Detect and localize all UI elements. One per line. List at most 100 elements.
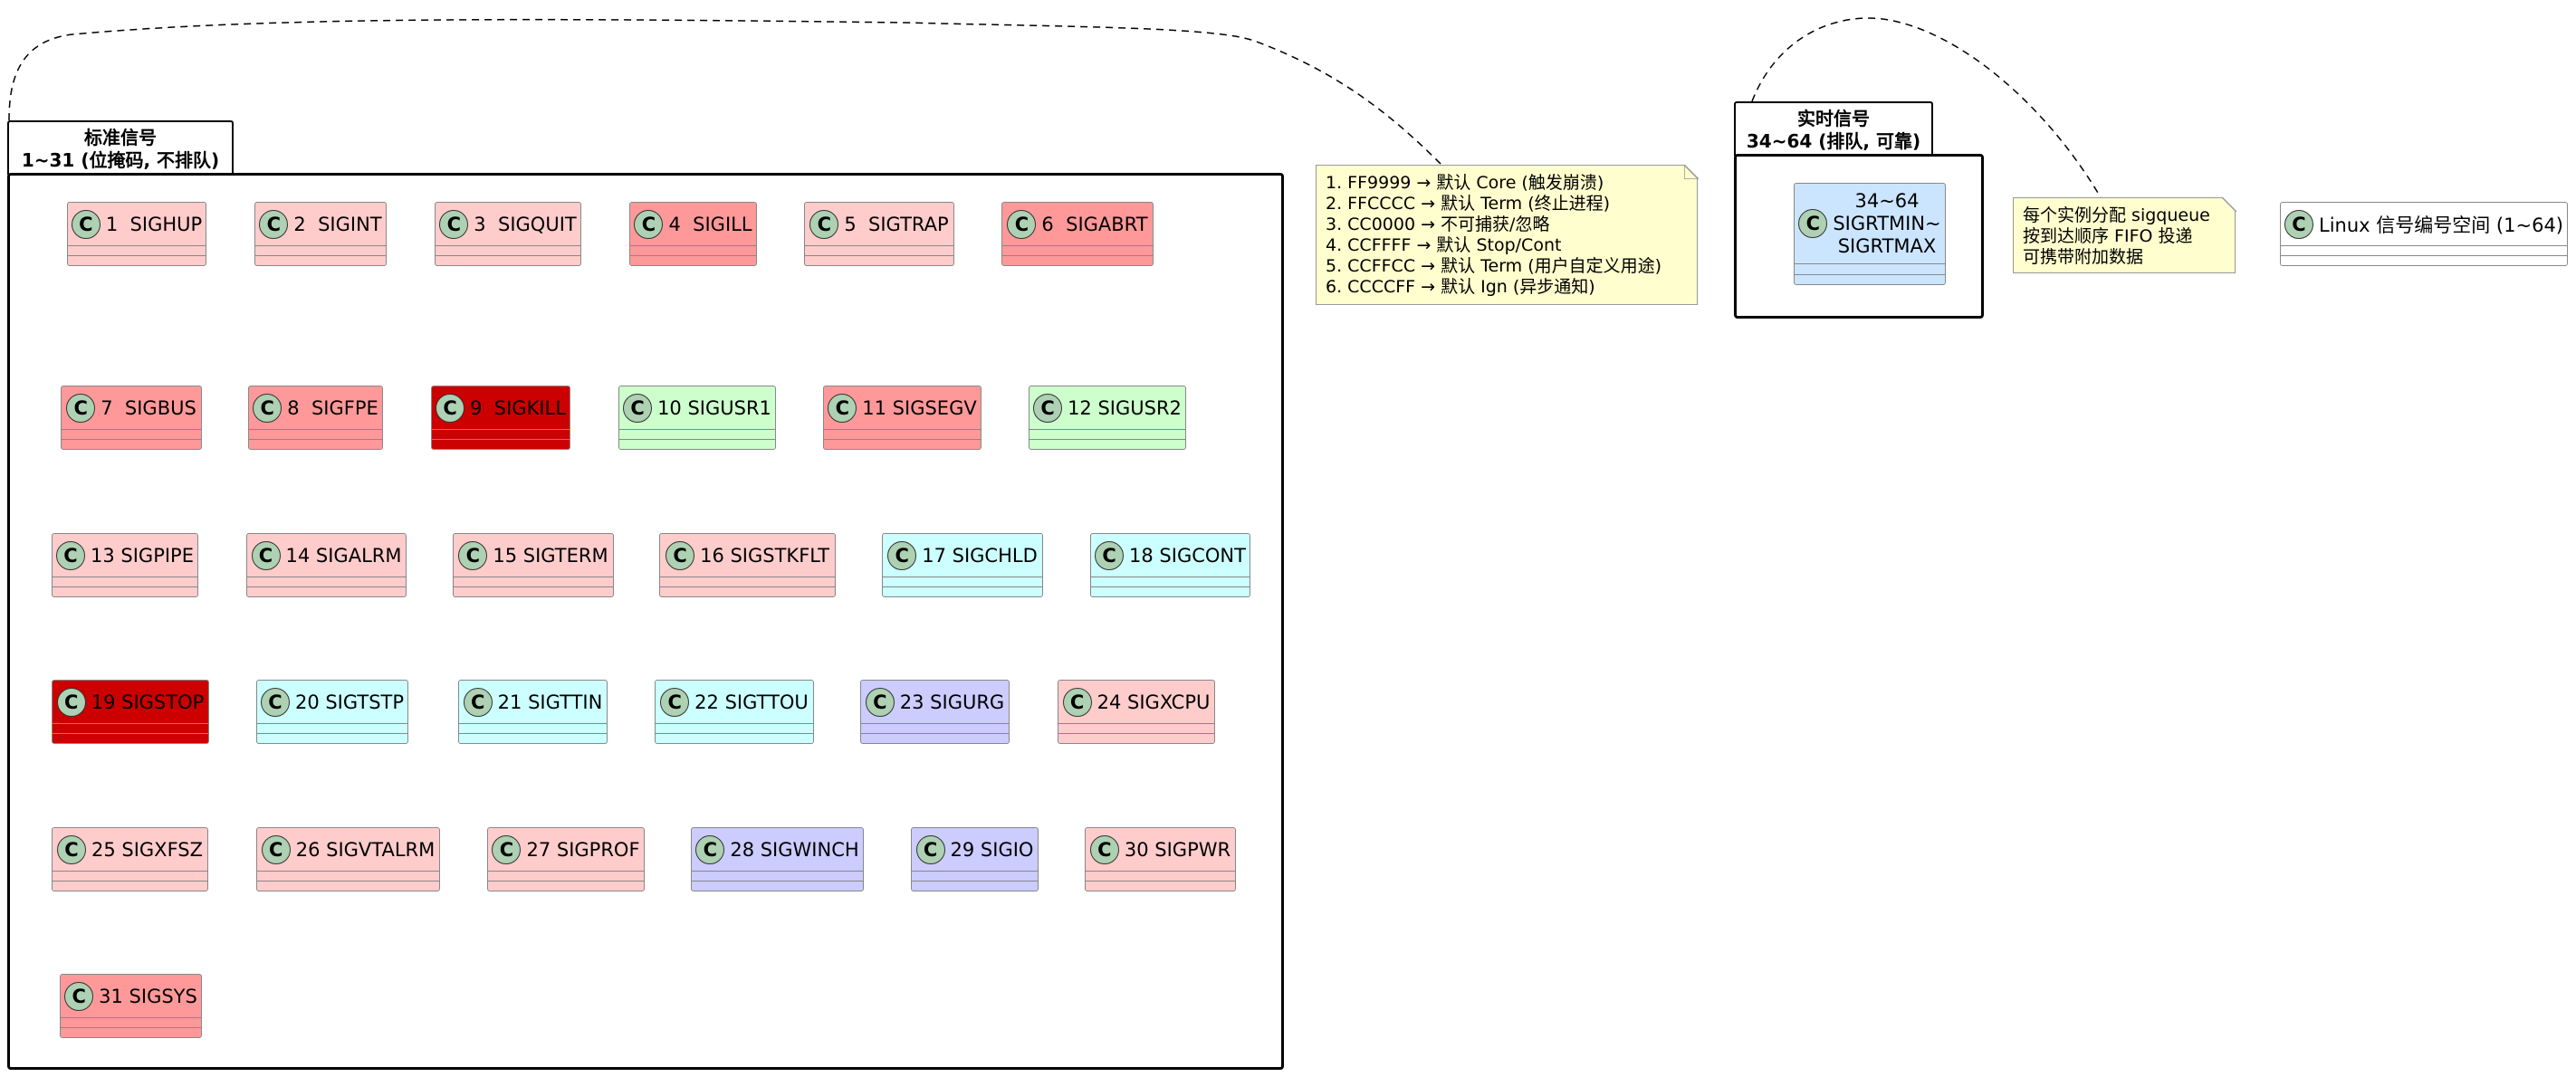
class-badge-icon: C xyxy=(492,834,522,864)
signal-class-label: 14 SIGALRM xyxy=(285,544,402,567)
class-badge-icon: C xyxy=(1007,209,1037,239)
class-badge-icon: C xyxy=(887,540,917,570)
standard-package-title: 标准信号 xyxy=(84,127,157,148)
class-badge-icon: C xyxy=(260,687,290,717)
signal-class-label: 9 SIGKILL xyxy=(470,396,566,419)
class-badge-icon: C xyxy=(1095,540,1125,570)
standard-package-tab: 标准信号 1~31 (位掩码, 不排队) xyxy=(7,120,234,175)
legend-line: 2. FFCCCC → 默认 Term (终止进程) xyxy=(1326,194,1611,214)
class-badge-icon: C xyxy=(251,540,281,570)
realtime-class-line1: 34~64 xyxy=(1854,189,1920,212)
signal-class-label: 13 SIGPIPE xyxy=(91,544,194,567)
class-badge-icon: C xyxy=(56,540,85,570)
signal-class-label: 29 SIGIO xyxy=(950,838,1034,861)
signal-class-label: 31 SIGSYS xyxy=(99,985,197,1007)
signal-class-label: 25 SIGXFSZ xyxy=(91,838,203,861)
signal-class-label: 1 SIGHUP xyxy=(105,213,203,235)
signal-class-label: 26 SIGVTALRM xyxy=(295,838,436,861)
signal-class-label: 22 SIGTTOU xyxy=(694,691,809,713)
signal-class-label: 10 SIGUSR1 xyxy=(657,396,771,419)
linux-signal-space-class[interactable]: C Linux 信号编号空间 (1~64) xyxy=(2280,202,2568,266)
signal-class-label: 4 SIGILL xyxy=(668,213,752,235)
signal-class-label: 16 SIGSTKFLT xyxy=(700,544,829,567)
class-badge-icon: C xyxy=(666,540,695,570)
signal-class-label: 12 SIGUSR2 xyxy=(1068,396,1182,419)
class-badge-icon: C xyxy=(261,834,291,864)
signal-class-label: 7 SIGBUS xyxy=(101,396,196,419)
class-badge-icon: C xyxy=(1033,393,1063,423)
realtime-class-line3: SIGRTMAX xyxy=(1837,234,1937,257)
realtime-note-line: 可携带附加数据 xyxy=(2023,247,2144,267)
class-badge-icon: C xyxy=(1798,209,1828,238)
realtime-signal-class[interactable]: C 34~64 SIGRTMIN~ SIGRTMAX xyxy=(1794,183,1946,285)
signal-class-label: 20 SIGTSTP xyxy=(294,691,405,713)
class-badge-icon: C xyxy=(71,209,101,239)
signal-class-label: 5 SIGTRAP xyxy=(844,213,949,235)
standard-signals-package xyxy=(7,173,1284,1070)
class-badge-icon: C xyxy=(634,209,664,239)
signal-class-label: 27 SIGPROF xyxy=(526,838,640,861)
class-badge-icon: C xyxy=(463,687,493,717)
class-badge-icon: C xyxy=(56,834,86,864)
class-badge-icon: C xyxy=(439,209,469,239)
signal-class-label: 24 SIGXCPU xyxy=(1096,691,1211,713)
standard-package-subtitle: 1~31 (位掩码, 不排队) xyxy=(21,149,220,171)
class-badge-icon: C xyxy=(259,209,289,239)
signal-class-label: 8 SIGFPE xyxy=(287,396,378,419)
class-badge-icon: C xyxy=(695,834,725,864)
class-badge-icon: C xyxy=(660,687,690,717)
legend-line: 4. CCFFFF → 默认 Stop/Cont xyxy=(1326,235,1562,255)
realtime-package-subtitle: 34~64 (排队, 可靠) xyxy=(1746,130,1921,152)
class-badge-icon: C xyxy=(64,981,94,1011)
legend-line: 1. FF9999 → 默认 Core (触发崩溃) xyxy=(1326,173,1604,193)
class-badge-icon: C xyxy=(56,687,86,717)
class-badge-icon: C xyxy=(436,393,465,423)
signal-class[interactable]: C 13 SIGPIPE xyxy=(52,533,198,597)
legend-line: 5. CCFFCC → 默认 Term (用户自定义用途) xyxy=(1326,256,1662,276)
signal-class-label: 2 SIGINT xyxy=(293,213,382,235)
legend-line: 3. CC0000 → 不可捕获/忽略 xyxy=(1326,214,1550,234)
signal-class-label: 19 SIGSTOP xyxy=(91,691,205,713)
class-badge-icon: C xyxy=(865,687,895,717)
class-badge-icon: C xyxy=(458,540,488,570)
realtime-note-line: 每个实例分配 sigqueue xyxy=(2023,205,2210,225)
realtime-package-title: 实时信号 xyxy=(1797,108,1870,129)
class-badge-icon: C xyxy=(623,393,653,423)
class-badge-icon: C xyxy=(809,209,839,239)
signal-class-label: 17 SIGCHLD xyxy=(922,544,1038,567)
class-badge-icon: C xyxy=(828,393,857,423)
signal-class-label: 23 SIGURG xyxy=(899,691,1005,713)
class-badge-icon: C xyxy=(1089,834,1119,864)
linux-class-label: Linux 信号编号空间 (1~64) xyxy=(2319,214,2563,236)
